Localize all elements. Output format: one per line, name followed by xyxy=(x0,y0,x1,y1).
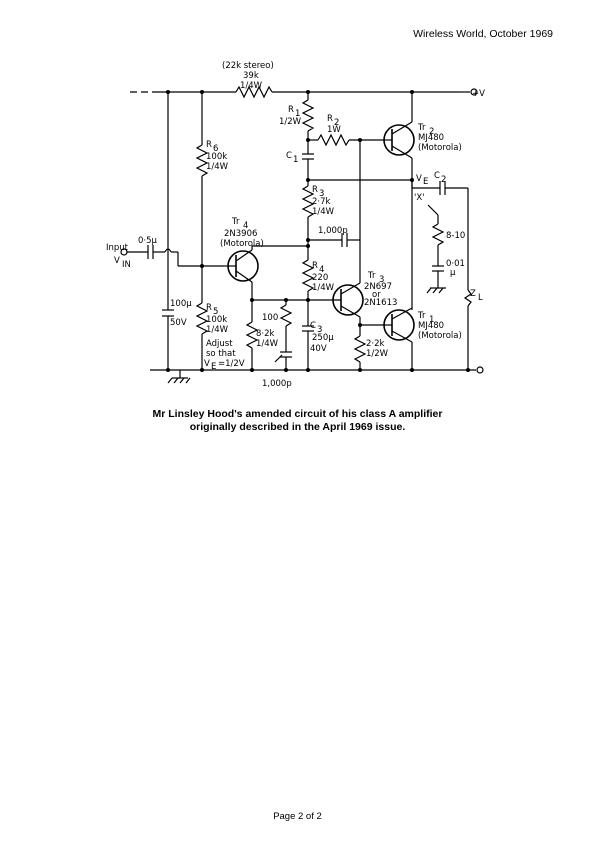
label-c-input: 0·5µ xyxy=(138,236,158,246)
label-c-bottom: 1,000p xyxy=(262,379,292,389)
label-r3-value: 2·7k xyxy=(312,197,331,207)
label-r4-value: 220 xyxy=(312,273,328,283)
r2-branch xyxy=(308,133,384,147)
label-point-x: 'X' xyxy=(414,193,425,203)
label-tr3: Tr xyxy=(367,271,376,281)
label-r3-sub: 3 xyxy=(319,189,324,199)
label-c3: C xyxy=(310,321,316,331)
label-c3-value: 250µ xyxy=(312,333,334,343)
tr4-transistor xyxy=(224,244,310,300)
label-r-zobel: 8-10 xyxy=(446,231,465,241)
label-adjust-2: so that xyxy=(206,349,236,359)
label-tr1: Tr xyxy=(417,311,426,321)
journal-header: Wireless World, October 1969 xyxy=(413,28,553,40)
label-ve-sub: E xyxy=(423,177,428,187)
amplifier-schematic: (22k stereo) 39k 1/4W +V R 1 1/2W R 2 1W… xyxy=(106,61,485,389)
label-r4-sub: 4 xyxy=(319,265,324,275)
label-r4: R xyxy=(312,261,318,271)
label-adjust-1: Adjust xyxy=(206,339,233,349)
label-r-82-power: 1/4W xyxy=(256,339,279,349)
label-tr4: Tr xyxy=(231,217,240,227)
input-branch xyxy=(120,245,224,268)
label-r5-value: 100k xyxy=(206,315,227,325)
centre-chain xyxy=(301,92,360,302)
caption-line-1: Mr Linsley Hood's amended circuit of his… xyxy=(152,408,443,420)
label-r5: R xyxy=(206,303,212,313)
label-r-top-power: 1/4W xyxy=(240,81,263,91)
label-c2-sub: 2 xyxy=(441,175,446,185)
label-adjust-3-sub: E xyxy=(211,362,216,372)
label-tr3-alt: 2N1613 xyxy=(364,298,397,308)
page-number: Page 2 of 2 xyxy=(273,811,322,822)
caption-line-2: originally described in the April 1969 i… xyxy=(189,421,406,433)
figure-caption: Mr Linsley Hood's amended circuit of his… xyxy=(0,408,595,434)
label-r6-power: 1/4W xyxy=(206,162,229,172)
label-r-82: 8·2k xyxy=(256,329,275,339)
ground-rail xyxy=(150,366,484,384)
label-supply: +V xyxy=(472,89,485,99)
decoupling-branch xyxy=(162,92,174,370)
label-adjust-3-rest: =1/2V xyxy=(218,359,245,369)
label-tr4-sub: 4 xyxy=(243,221,248,231)
label-r1-sub: 1 xyxy=(295,109,300,119)
label-r3: R xyxy=(312,185,318,195)
label-zl-sub: L xyxy=(478,293,483,303)
label-c3-sub: 3 xyxy=(317,325,322,335)
label-tr2-sub: 2 xyxy=(429,127,434,137)
label-input: Input xyxy=(106,243,129,253)
label-tr3-type: 2N697 xyxy=(364,282,392,292)
label-r-top: 39k xyxy=(243,71,259,81)
tr1-transistor xyxy=(383,307,415,370)
label-stereo-note: (22k stereo) xyxy=(222,61,274,71)
label-r5-sub: 5 xyxy=(213,307,218,317)
label-c2: C xyxy=(434,171,440,181)
label-r6-sub: 6 xyxy=(213,144,218,154)
label-tr2: Tr xyxy=(417,123,426,133)
label-tr4-type: 2N3906 xyxy=(224,229,257,239)
label-c-feedback: 1,000p xyxy=(318,226,348,236)
label-r2-power: 1W xyxy=(327,125,341,135)
label-vin-sub: IN xyxy=(122,260,131,270)
label-adjust-3: V xyxy=(204,359,210,369)
label-r5-power: 1/4W xyxy=(206,325,229,335)
label-zl: Z xyxy=(470,289,476,299)
label-c-zobel-unit: µ xyxy=(450,268,456,278)
label-c1-sub: 1 xyxy=(293,155,298,165)
label-r-22: 2·2k xyxy=(366,339,385,349)
label-r1-power: 1/2W xyxy=(279,117,302,127)
label-tr1-sub: 1 xyxy=(429,315,434,325)
label-r6: R xyxy=(206,140,212,150)
label-c-dec-voltage: 50V xyxy=(170,318,187,328)
label-r-100: 100 xyxy=(262,313,278,323)
label-r4-power: 1/4W xyxy=(312,283,335,293)
label-tr4-make: (Motorola) xyxy=(220,239,264,249)
label-r-22-power: 1/2W xyxy=(366,349,389,359)
label-r6-value: 100k xyxy=(206,152,227,162)
label-vin: V xyxy=(114,256,120,266)
label-r3-power: 1/4W xyxy=(312,207,335,217)
tr2-transistor xyxy=(383,92,415,310)
label-r2-sub: 2 xyxy=(334,118,339,128)
feedback-network xyxy=(245,298,314,370)
label-tr1-make: (Motorola) xyxy=(418,331,462,341)
label-r1: R xyxy=(288,105,294,115)
bias-divider xyxy=(195,92,209,370)
label-c-zobel: 0·01 xyxy=(446,259,465,269)
label-tr3-sub: 3 xyxy=(379,275,384,285)
label-c3-voltage: 40V xyxy=(310,344,327,354)
label-c1: C xyxy=(286,151,292,161)
label-ve: V xyxy=(416,174,422,184)
label-c-dec: 100µ xyxy=(170,299,192,309)
label-tr1-type: MJ480 xyxy=(418,321,444,331)
label-tr2-type: MJ480 xyxy=(418,133,444,143)
supply-rail xyxy=(130,85,478,99)
label-r2: R xyxy=(327,114,333,124)
label-tr3-or: or xyxy=(372,290,381,300)
tr3-transistor xyxy=(308,140,384,370)
label-tr2-make: (Motorola) xyxy=(418,143,462,153)
